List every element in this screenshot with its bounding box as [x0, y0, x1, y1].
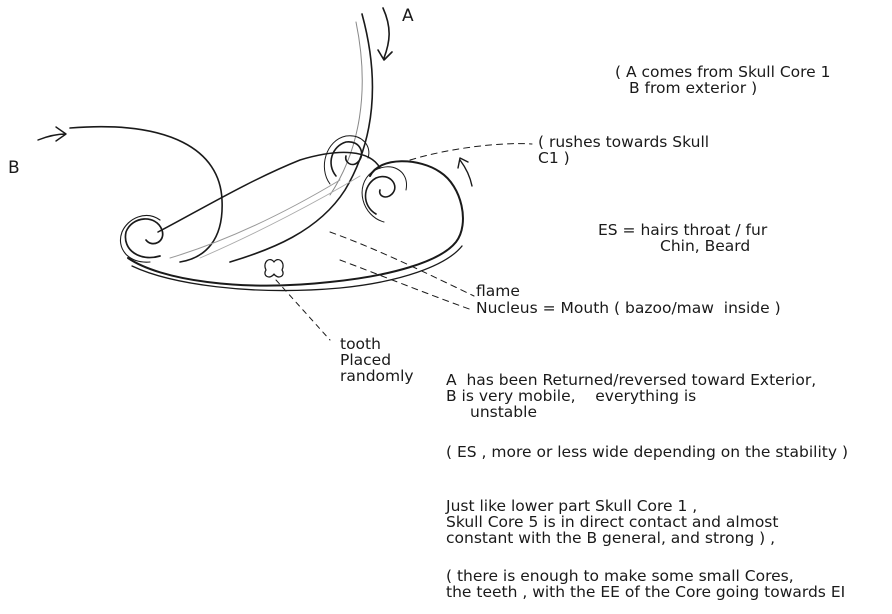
note-lower-line1: Just like lower part Skull Core 1 , — [446, 498, 697, 514]
right-curl — [366, 177, 395, 214]
right-curl-2 — [362, 167, 406, 222]
note-tooth-line3: randomly — [340, 368, 414, 384]
arrow-b-icon — [38, 127, 66, 141]
flow-a-curve-2 — [330, 22, 362, 195]
note-cores-line2: the teeth , with the EE of the Core goin… — [446, 584, 845, 600]
note-lower-line3: constant with the B general, and strong … — [446, 530, 775, 546]
note-rushes-line2: C1 ) — [538, 150, 570, 166]
left-curl — [125, 219, 162, 258]
label-a: A — [402, 8, 414, 24]
label-b: B — [8, 160, 20, 176]
note-es-line1: ES = hairs throat / fur — [598, 222, 767, 238]
note-cores-line1: ( there is enough to make some small Cor… — [446, 568, 794, 584]
note-origin-line1: ( A comes from Skull Core 1 — [615, 64, 831, 80]
tooth-icon — [265, 260, 283, 277]
left-curl-2 — [120, 216, 160, 263]
note-returned-line3: unstable — [470, 404, 537, 420]
note-tooth-line1: tooth — [340, 336, 381, 352]
note-es-line2: Chin, Beard — [660, 238, 750, 254]
arrow-up-icon — [458, 158, 472, 186]
note-origin-line2: B from exterior ) — [629, 80, 757, 96]
flow-b-curve — [70, 127, 222, 262]
note-flame: flame — [476, 283, 520, 299]
body-inner-line-2 — [200, 176, 360, 258]
note-returned-line1: A has been Returned/reversed toward Exte… — [446, 372, 816, 388]
note-rushes-line1: ( rushes towards Skull — [538, 134, 709, 150]
leader-rushes — [410, 144, 532, 160]
upper-curl — [331, 142, 362, 176]
note-returned-line2: B is very mobile, everything is — [446, 388, 696, 404]
flow-a-curve — [230, 14, 372, 262]
note-es-width: ( ES , more or less wide depending on th… — [446, 444, 848, 460]
body-inner-line — [170, 180, 340, 258]
arrow-a-icon — [378, 8, 392, 60]
note-nucleus: Nucleus = Mouth ( bazoo/maw inside ) — [476, 300, 781, 316]
note-lower-line2: Skull Core 5 is in direct contact and al… — [446, 514, 778, 530]
note-tooth-line2: Placed — [340, 352, 391, 368]
